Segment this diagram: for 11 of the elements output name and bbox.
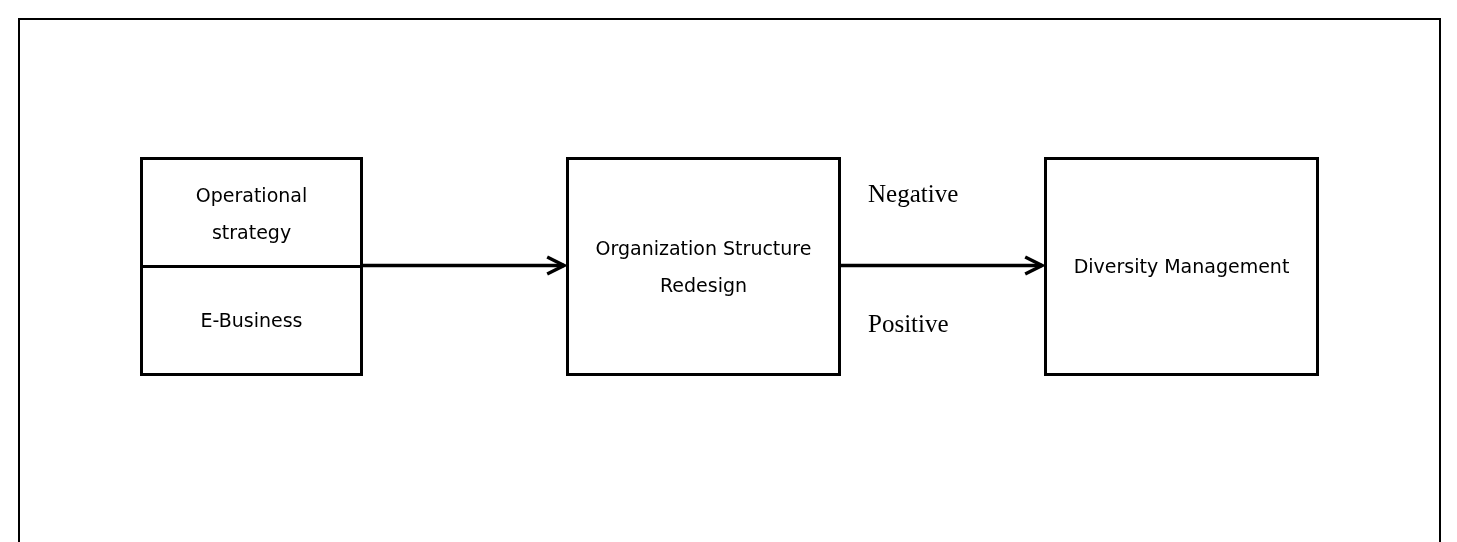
process-box [1044,157,1319,376]
node-text: Organization Structure Redesign [594,235,813,298]
split-box [140,157,363,376]
node-text: E-Business [200,308,303,333]
arrow-label: Positive [868,310,949,338]
arrow [363,255,566,276]
node-text: Diversity Management [1073,254,1290,279]
process-box [566,157,841,376]
node-text: Operational strategy [194,183,309,245]
arrow-label: Negative [868,180,959,208]
arrow [841,255,1044,276]
